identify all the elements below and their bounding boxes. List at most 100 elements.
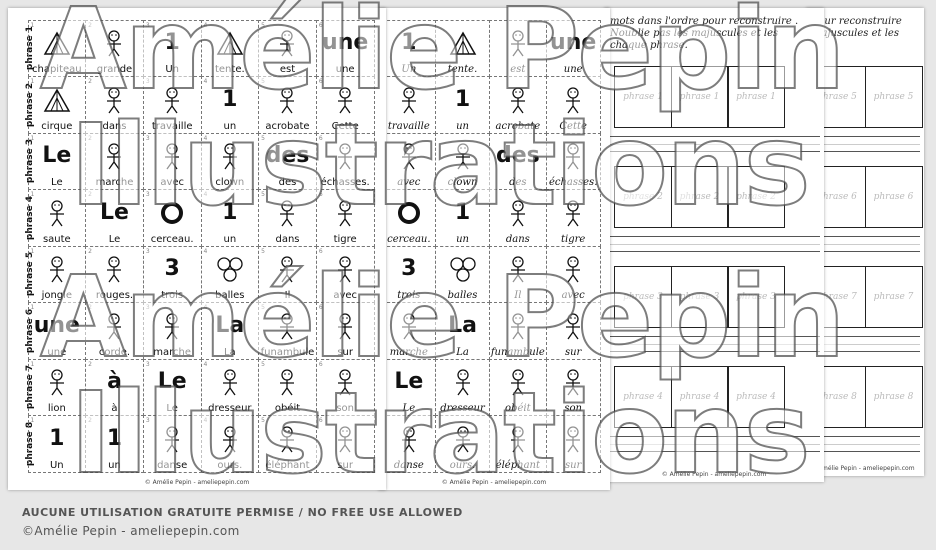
word-card: Il bbox=[488, 245, 547, 303]
card-word: dresseur bbox=[208, 403, 252, 414]
card-word: clown bbox=[215, 177, 245, 188]
answer-box: phrase 1 bbox=[670, 66, 729, 128]
hoop-icon bbox=[397, 201, 420, 224]
card-word: des bbox=[278, 177, 297, 188]
card-word: rouges. bbox=[95, 290, 134, 301]
card-number: 2 bbox=[88, 78, 92, 85]
card-picture bbox=[145, 79, 200, 121]
answer-box: phrase 1 bbox=[727, 66, 785, 128]
card-picture bbox=[145, 192, 200, 234]
card-word: avec bbox=[333, 290, 358, 301]
tent-icon bbox=[216, 31, 244, 55]
card-symbol: 1 bbox=[222, 86, 238, 112]
card-number: 2 bbox=[88, 360, 92, 368]
hoop-icon bbox=[161, 201, 184, 224]
card-picture bbox=[87, 249, 142, 291]
card-number: 2 bbox=[88, 304, 92, 311]
card-symbol: 1 bbox=[454, 199, 471, 225]
card-picture bbox=[384, 192, 435, 234]
card-picture bbox=[318, 418, 373, 460]
answer-box: phrase 2 bbox=[727, 166, 785, 228]
answer-box: phrase 3 bbox=[614, 266, 672, 328]
card-picture bbox=[437, 418, 488, 460]
card-number: 5 bbox=[261, 21, 265, 29]
card-number: 5 bbox=[261, 191, 265, 198]
card-symbol: 1 bbox=[106, 425, 123, 451]
card-symbol: à bbox=[107, 369, 122, 395]
card-word: son bbox=[336, 403, 354, 414]
word-card: cerceau. bbox=[381, 189, 437, 247]
card-number: 6 bbox=[318, 360, 323, 368]
card-word: Il bbox=[284, 290, 291, 301]
answer-box-hint: phrase 2 bbox=[736, 192, 776, 202]
sheet-footer: © Amélie Pepin - ameliepepin.com bbox=[441, 479, 547, 486]
worksheet-left: mots dans l'ordre pour reconstruire . No… bbox=[604, 8, 824, 482]
card-symbol: 1 bbox=[164, 30, 180, 56]
answer-box: phrase 8 bbox=[864, 366, 923, 428]
card-number: 3 bbox=[145, 304, 150, 311]
writing-lines bbox=[608, 136, 820, 152]
card-word: des bbox=[509, 177, 527, 188]
card-picture bbox=[318, 192, 373, 234]
card-word: avec bbox=[160, 177, 185, 188]
card-number: 6 bbox=[318, 191, 323, 198]
character-icon bbox=[401, 87, 416, 114]
card-symbol: des bbox=[495, 143, 540, 169]
character-icon bbox=[338, 313, 353, 340]
character-icon bbox=[566, 143, 581, 170]
character-icon bbox=[566, 200, 581, 227]
character-icon bbox=[165, 143, 180, 170]
card-picture bbox=[491, 305, 545, 347]
card-picture bbox=[260, 362, 315, 404]
card-picture bbox=[203, 249, 258, 291]
card-word: Le bbox=[166, 403, 178, 414]
word-card: dresseur bbox=[435, 358, 490, 416]
card-number: 3 bbox=[145, 417, 150, 424]
card-number: 3 bbox=[145, 134, 150, 142]
card-number: 2 bbox=[88, 21, 92, 29]
character-icon bbox=[165, 87, 180, 114]
card-word: un bbox=[456, 233, 469, 245]
card-picture: 3 bbox=[145, 249, 200, 291]
card-number: 1 bbox=[30, 360, 35, 368]
card-word: marche bbox=[95, 177, 134, 188]
word-card: clown bbox=[435, 132, 490, 190]
word-card: avec bbox=[381, 132, 437, 190]
card-picture: Le bbox=[30, 136, 85, 178]
card-word: trois bbox=[397, 290, 421, 301]
card-number: 5 bbox=[261, 78, 265, 85]
word-card: son bbox=[545, 358, 601, 416]
character-icon bbox=[566, 313, 581, 340]
character-icon bbox=[338, 87, 353, 114]
answer-box-hint: phrase 3 bbox=[623, 292, 663, 302]
card-number: 6 bbox=[318, 417, 323, 424]
card-word: dans bbox=[505, 233, 530, 245]
card-symbol: Le bbox=[42, 143, 72, 169]
answer-box-hint: phrase 5 bbox=[817, 92, 857, 102]
character-icon bbox=[280, 369, 295, 396]
card-word: saute bbox=[42, 233, 71, 245]
card-number: 5 bbox=[261, 304, 265, 311]
character-icon bbox=[49, 200, 64, 227]
card-picture: des bbox=[491, 136, 545, 178]
card-picture bbox=[318, 79, 373, 121]
card-word: marche bbox=[153, 346, 192, 358]
answer-box: phrase 2 bbox=[670, 166, 729, 228]
answer-box-hint: phrase 2 bbox=[679, 192, 720, 202]
card-symbol: des bbox=[265, 143, 310, 169]
word-card: échasses. bbox=[545, 132, 601, 190]
